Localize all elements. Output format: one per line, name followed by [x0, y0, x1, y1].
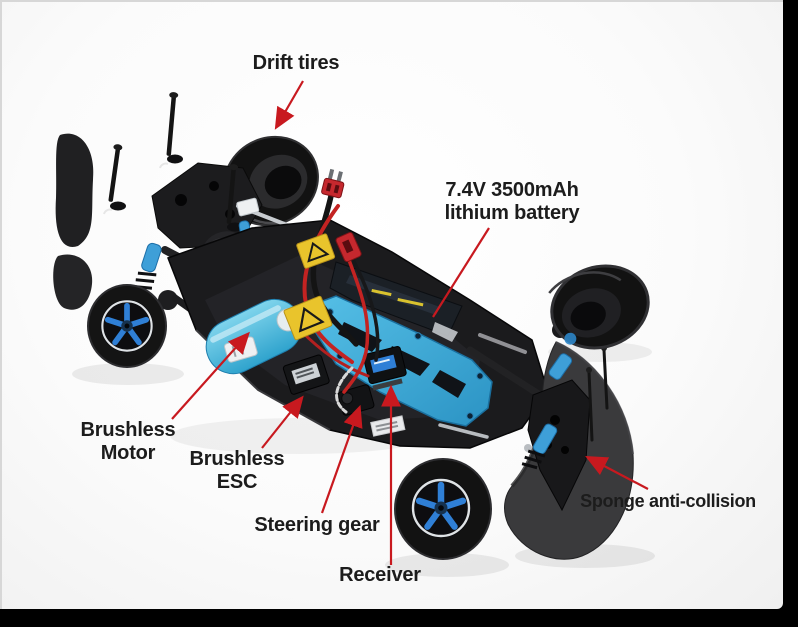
- warning-stickers: [283, 233, 336, 341]
- t-plug-connectors: [321, 168, 362, 263]
- servo-plug-white: [236, 197, 260, 217]
- letterbox-right: [783, 0, 798, 627]
- drift-tires-arrow: [274, 80, 304, 130]
- brushless-motor-arrow: [171, 331, 250, 420]
- label-receiver: Receiver: [339, 564, 421, 586]
- label-brushless-motor: Brushless Motor: [80, 419, 176, 465]
- brushless-esc-arrow: [261, 395, 304, 449]
- esc-unit: [282, 354, 330, 395]
- drift-tire-right: [548, 264, 650, 350]
- sponge-arrow: [585, 455, 649, 490]
- drift-tire-bottom: [394, 458, 492, 560]
- label-lithium-battery: 7.4V 3500mAh lithium battery: [444, 179, 580, 225]
- rear-shock-tower: [521, 345, 609, 512]
- receiver-unit: [362, 346, 407, 391]
- photo-frame-left: [0, 0, 2, 609]
- steering-gear-arrow: [320, 404, 363, 514]
- drift-tire-front-left: [87, 284, 167, 368]
- leader-lines: [171, 80, 649, 565]
- battery-leader-line: [432, 227, 490, 318]
- label-brushless-esc: Brushless ESC: [189, 448, 285, 494]
- rc-car-illustration: [53, 80, 650, 565]
- letterbox-bottom: [0, 609, 798, 627]
- front-bumper-mass: [53, 133, 94, 310]
- label-drift-tires: Drift tires: [252, 52, 340, 74]
- label-sponge: Sponge anti-collision: [580, 491, 756, 511]
- product-photo: [0, 0, 783, 609]
- photo-frame-top: [0, 0, 783, 2]
- body-post-rods: [103, 92, 243, 232]
- drift-tire-top: [223, 135, 319, 227]
- label-steering-gear: Steering gear: [254, 514, 380, 536]
